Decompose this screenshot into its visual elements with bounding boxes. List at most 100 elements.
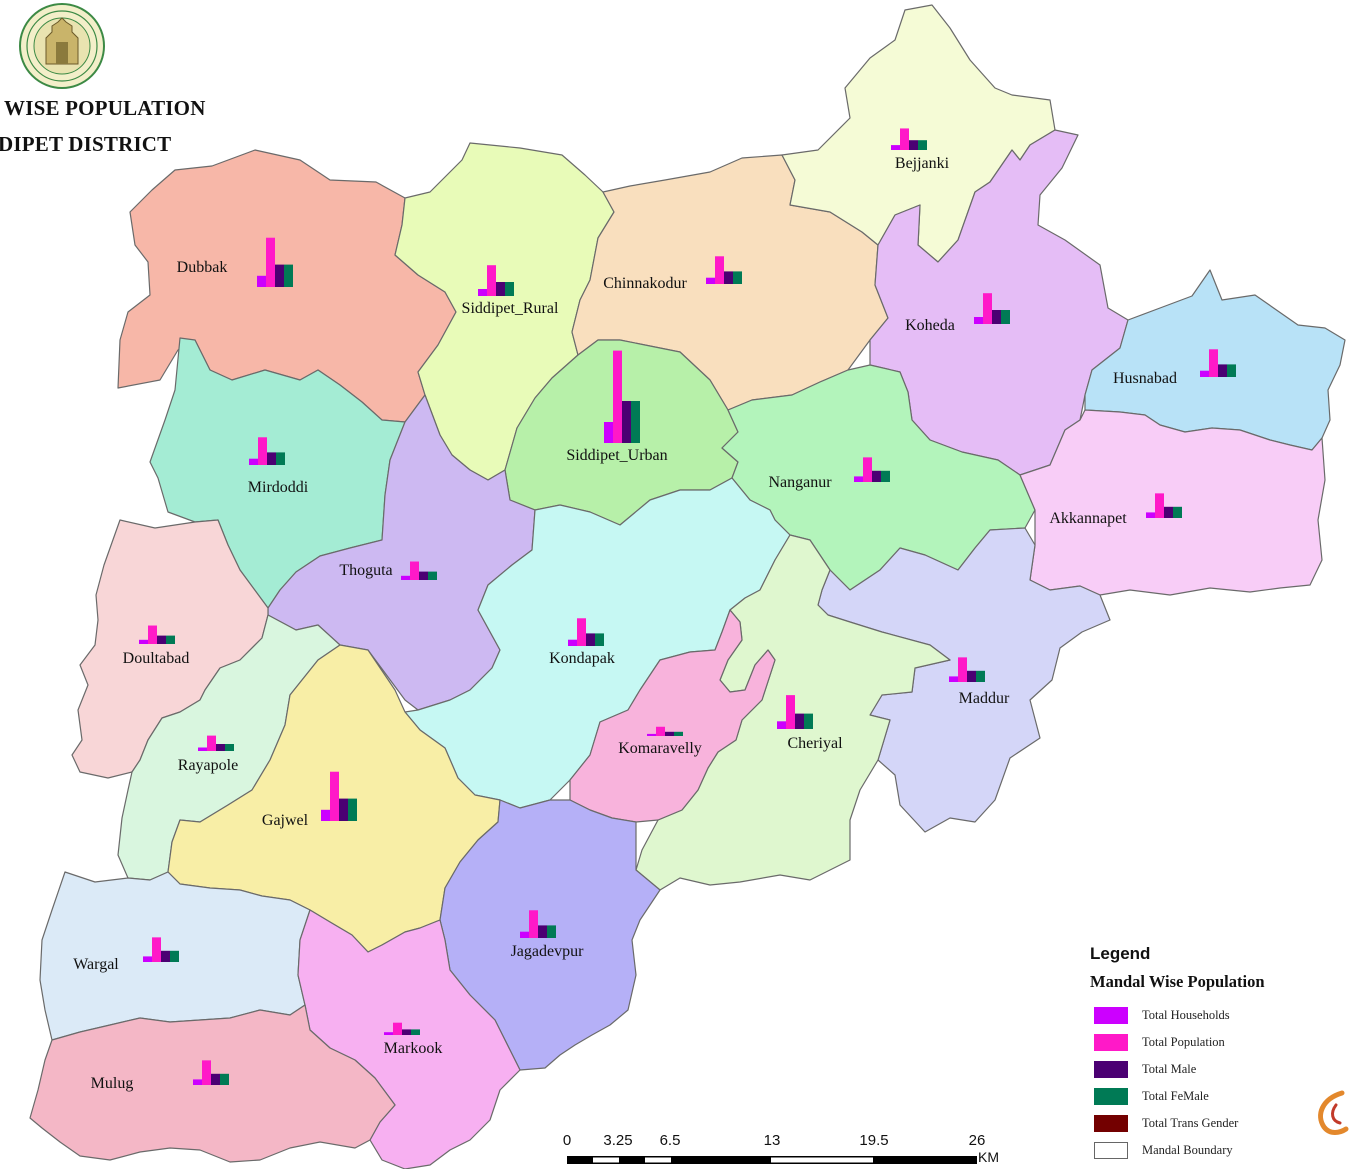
bar-siddipet-urban-0	[604, 422, 613, 443]
legend-item: Total FeMale	[1090, 1083, 1330, 1110]
bar-rayapole-0	[198, 747, 207, 751]
bar-jagadevpur-2	[538, 925, 547, 938]
bar-chinnakodur-3	[733, 271, 742, 284]
scale-bar-unit: KM	[978, 1149, 999, 1165]
bar-doultabad-1	[148, 625, 157, 644]
bar-chart-komaravelly	[647, 726, 683, 736]
scale-bar-tick-label: 3.25	[603, 1132, 633, 1149]
bar-chart-siddipet-rural	[478, 265, 514, 296]
bar-kondapak-1	[577, 618, 586, 646]
bar-chart-mulug	[193, 1060, 229, 1085]
bar-chart-doultabad	[139, 625, 175, 644]
bar-siddipet-urban-3	[631, 401, 640, 443]
bar-komaravelly-3	[674, 731, 683, 736]
bar-chinnakodur-1	[715, 256, 724, 284]
bar-siddipet-rural-1	[487, 265, 496, 296]
bar-markook-1	[393, 1022, 402, 1035]
legend: Legend Mandal Wise Population Total Hous…	[1090, 944, 1330, 1164]
scale-bar-track	[567, 1156, 977, 1164]
bar-akkannapet-0	[1146, 512, 1155, 518]
bar-gajwel-3	[348, 798, 357, 821]
bar-akkannapet-3	[1173, 506, 1182, 518]
bar-chart-kondapak	[568, 618, 604, 646]
bar-thoguta-3	[428, 571, 437, 580]
bar-cheriyal-3	[804, 713, 813, 729]
mandal-label-gajwel: Gajwel	[262, 812, 309, 829]
bar-siddipet-rural-3	[505, 282, 514, 296]
bar-siddipet-urban-1	[613, 350, 622, 443]
legend-swatch	[1094, 1061, 1128, 1078]
bar-gajwel-0	[321, 809, 330, 821]
legend-item: Total Trans Gender	[1090, 1110, 1330, 1137]
mandal-label-siddipet-urban: Siddipet_Urban	[566, 447, 667, 464]
bar-cheriyal-2	[795, 713, 804, 729]
mandal-region-komaravelly[interactable]	[569, 609, 776, 823]
mandal-label-husnabad: Husnabad	[1113, 370, 1177, 387]
scale-bar-tick-label: 6.5	[659, 1132, 681, 1149]
bar-chart-rayapole	[198, 735, 234, 751]
mandal-label-nanganur: Nanganur	[768, 474, 832, 491]
bar-chart-maddur	[949, 657, 985, 682]
bar-akkannapet-2	[1164, 506, 1173, 518]
mandal-label-maddur: Maddur	[959, 690, 1010, 707]
bar-koheda-2	[992, 310, 1001, 324]
bar-chart-jagadevpur	[520, 910, 556, 938]
bar-bejjanki-1	[900, 128, 909, 150]
bar-kondapak-3	[595, 633, 604, 646]
bar-maddur-1	[958, 657, 967, 682]
mandal-label-komaravelly: Komaravelly	[618, 740, 702, 757]
bar-chart-nanganur	[854, 457, 890, 482]
bar-thoguta-1	[410, 561, 419, 580]
legend-item: Mandal Boundary	[1090, 1137, 1330, 1164]
bar-gajwel-2	[339, 798, 348, 821]
bar-jagadevpur-3	[547, 925, 556, 938]
bar-chart-bejjanki	[891, 128, 927, 150]
bar-mulug-1	[202, 1060, 211, 1085]
bar-chart-mirdoddi	[249, 437, 285, 465]
mandal-label-wargal: Wargal	[73, 956, 119, 973]
bar-husnabad-1	[1209, 349, 1218, 377]
legend-item: Total Population	[1090, 1029, 1330, 1056]
bar-koheda-0	[974, 317, 983, 324]
legend-swatch	[1094, 1115, 1128, 1132]
mandal-label-rayapole: Rayapole	[178, 757, 238, 774]
bar-komaravelly-2	[665, 731, 674, 736]
bar-chart-husnabad	[1200, 349, 1236, 377]
mandal-label-cheriyal: Cheriyal	[787, 735, 843, 752]
bar-kondapak-2	[586, 633, 595, 646]
legend-label: Mandal Boundary	[1142, 1143, 1233, 1157]
bar-chart-chinnakodur	[706, 256, 742, 284]
government-emblem-logo	[19, 3, 105, 89]
bar-nanganur-2	[872, 470, 881, 482]
bar-komaravelly-1	[656, 726, 665, 736]
legend-swatch	[1094, 1142, 1128, 1159]
mandal-label-jagadevpur: Jagadevpur	[511, 943, 585, 960]
legend-label: Total FeMale	[1142, 1089, 1209, 1103]
bar-chart-gajwel	[321, 771, 357, 821]
bar-komaravelly-0	[647, 733, 656, 736]
legend-item: Total Male	[1090, 1056, 1330, 1083]
mandal-label-thoguta: Thoguta	[339, 562, 392, 579]
bar-siddipet-rural-0	[478, 289, 487, 296]
bar-gajwel-1	[330, 771, 339, 821]
legend-swatch	[1094, 1007, 1128, 1024]
bar-markook-0	[384, 1032, 393, 1035]
bar-mirdoddi-0	[249, 458, 258, 465]
bar-chart-dubbak	[257, 237, 293, 287]
bar-nanganur-3	[881, 470, 890, 482]
mandal-label-markook: Markook	[384, 1040, 443, 1057]
map-title-line-2: DIPET DISTRICT	[0, 132, 172, 156]
bar-siddipet-rural-2	[496, 282, 505, 296]
bar-maddur-2	[967, 670, 976, 682]
bar-siddipet-urban-2	[622, 401, 631, 443]
bar-husnabad-2	[1218, 364, 1227, 377]
scale-bar-tick-label: 13	[763, 1132, 781, 1149]
mandal-label-dubbak: Dubbak	[177, 259, 228, 276]
bar-bejjanki-2	[909, 140, 918, 150]
legend-item: Total Households	[1090, 1002, 1330, 1029]
bar-chart-markook	[384, 1022, 420, 1035]
bar-rayapole-2	[216, 744, 225, 751]
bar-nanganur-1	[863, 457, 872, 482]
scale-bar-tick-label: 26	[968, 1132, 986, 1149]
bar-doultabad-3	[166, 635, 175, 644]
